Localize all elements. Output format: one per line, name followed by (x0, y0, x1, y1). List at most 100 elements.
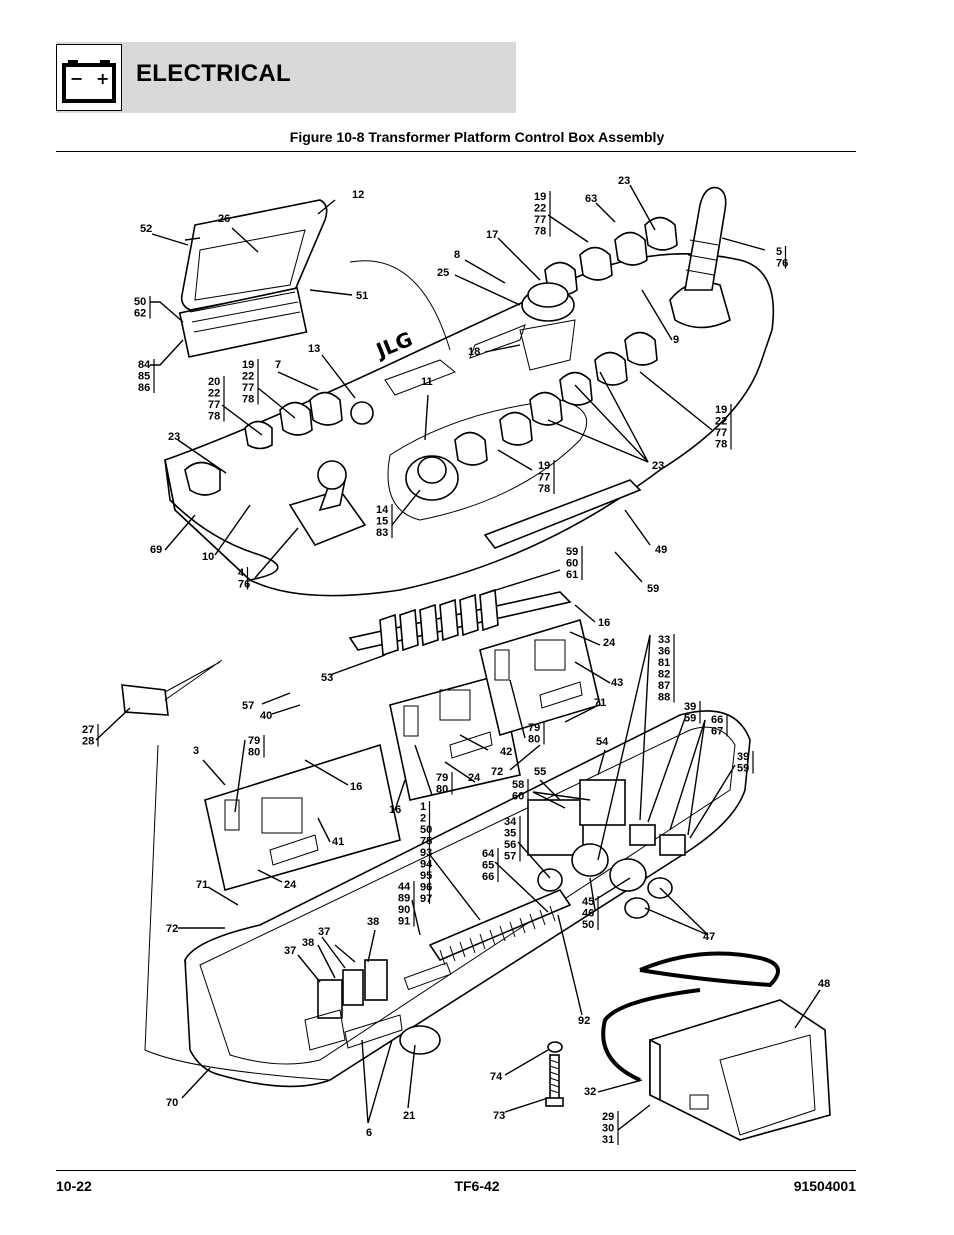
callout-number: 41 (332, 836, 344, 848)
callout-number: 77 (715, 427, 727, 439)
callout-number: 77 (534, 214, 546, 226)
callout-c23b: 23 (618, 175, 630, 187)
callout-number: 45 (582, 896, 594, 908)
callout-number: 53 (321, 672, 333, 684)
callout-labels: 1226525062518485861371922777820227778236… (82, 175, 830, 1146)
callout-number: 75 (420, 836, 432, 848)
callout-number: 21 (403, 1110, 415, 1122)
callout-number: 59 (566, 546, 578, 558)
callout-number: 4 (238, 567, 245, 579)
callout-number: 70 (166, 1097, 178, 1109)
callout-c5: 576 (776, 246, 788, 270)
callout-number: 97 (420, 893, 432, 905)
callout-c3: 3 (193, 745, 199, 757)
callout-number: 14 (376, 504, 389, 516)
callout-number: 29 (602, 1111, 614, 1123)
callout-number: 52 (140, 223, 152, 235)
callout-number: 95 (420, 870, 432, 882)
callout-c6: 6 (366, 1127, 372, 1139)
callout-number: 57 (504, 851, 516, 863)
callout-number: 56 (504, 839, 516, 851)
callout-number: 31 (602, 1134, 614, 1146)
relay-bracket (348, 588, 572, 657)
callout-number: 78 (208, 411, 220, 423)
callout-number: 34 (504, 816, 517, 828)
callout-number: 30 (602, 1123, 614, 1135)
callout-number: 16 (389, 804, 401, 816)
callout-c37a: 37 (318, 926, 330, 938)
part-number: 91504001 (793, 1178, 856, 1194)
callout-number: 79 (436, 772, 448, 784)
callout-number: 42 (500, 746, 512, 758)
callout-number: 67 (711, 726, 723, 738)
callout-number: 72 (491, 766, 503, 778)
callout-c71b: 71 (196, 879, 208, 891)
callout-number: 66 (711, 714, 723, 726)
callout-number: 50 (420, 824, 432, 836)
foot-switch (601, 951, 831, 1141)
callout-number: 28 (82, 736, 94, 748)
callout-number: 22 (534, 203, 546, 215)
callout-number: 37 (318, 926, 330, 938)
decal-sheet (121, 260, 451, 1081)
callout-number: 78 (242, 394, 254, 406)
callout-number: 3 (193, 745, 199, 757)
callout-number: 77 (538, 472, 550, 484)
callout-number: 43 (611, 677, 623, 689)
callout-number: 50 (582, 919, 594, 931)
callout-number: 51 (356, 290, 368, 302)
callout-number: 1 (420, 801, 426, 813)
battery-icon: − + (55, 43, 123, 112)
callout-c53: 53 (321, 672, 333, 684)
callout-number: 11 (421, 376, 433, 388)
callout-number: 12 (352, 189, 364, 201)
page-number: 10-22 (56, 1178, 92, 1194)
callout-number: 44 (398, 881, 411, 893)
callout-number: 16 (598, 617, 610, 629)
callout-c41: 41 (332, 836, 344, 848)
callout-c43: 43 (611, 677, 623, 689)
callout-number: 23 (618, 175, 630, 187)
callout-c17: 17 (486, 229, 498, 241)
callout-c38a: 38 (367, 916, 379, 928)
callout-number: 24 (603, 637, 616, 649)
callout-number: 13 (308, 343, 320, 355)
header-band (56, 42, 516, 113)
callout-number: 73 (493, 1110, 505, 1122)
callout-number: 86 (138, 382, 150, 394)
callout-number: 10 (202, 551, 214, 563)
callout-number: 27 (82, 724, 94, 736)
callout-number: 84 (138, 359, 151, 371)
callout-number: 22 (208, 388, 220, 400)
callout-number: 19 (715, 404, 727, 416)
callout-c16c: 16 (389, 804, 401, 816)
callout-number: 24 (284, 879, 297, 891)
callout-c73: 73 (493, 1110, 505, 1122)
callout-number: 24 (468, 772, 481, 784)
callout-number: 65 (482, 860, 494, 872)
callout-number: 91 (398, 916, 410, 928)
callout-number: 6 (366, 1127, 372, 1139)
callout-c42: 42 (500, 746, 512, 758)
drawing-art: JLG (121, 186, 831, 1141)
callout-number: 80 (528, 734, 540, 746)
callout-c26: 26 (218, 213, 230, 225)
callout-number: 80 (436, 784, 448, 796)
callout-c18: 18 (468, 346, 480, 358)
callout-c7: 7 (275, 359, 281, 371)
callout-number: 22 (715, 416, 727, 428)
